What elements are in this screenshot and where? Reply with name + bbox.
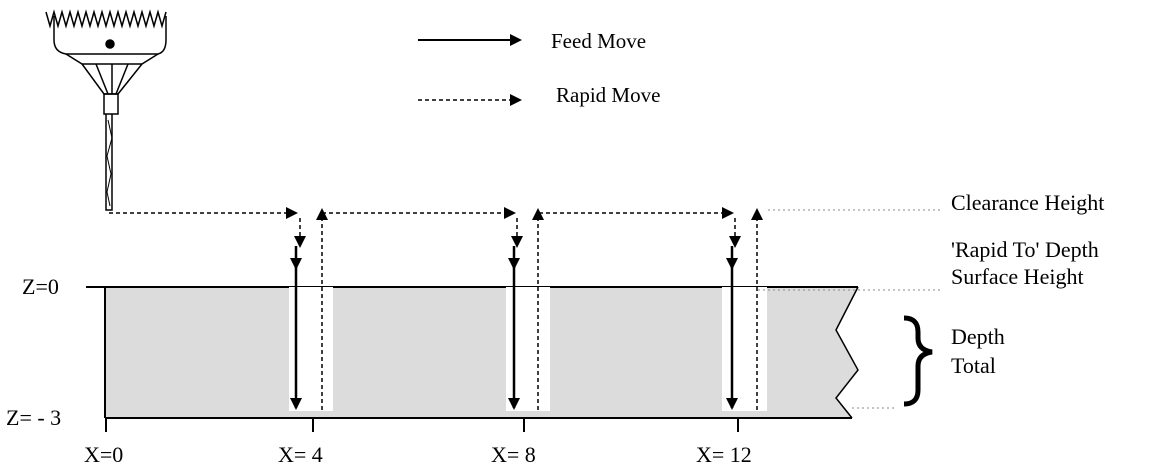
drilled-holes [289,287,767,411]
legend: Feed Move Rapid Move [418,29,660,107]
rapid-moves [109,207,763,410]
total-label: Total [951,353,996,378]
legend-feed-label: Feed Move [551,29,646,53]
depth-brace [903,315,933,407]
level-labels: Clearance Height 'Rapid To' Depth Surfac… [951,190,1104,378]
z-bottom-label: Z= - 3 [6,405,61,430]
rapid-to-depth-label: 'Rapid To' Depth [951,237,1099,262]
x-label-12: X= 12 [696,442,752,467]
hole-x12 [722,287,767,411]
z-axis: Z=0 Z= - 3 [6,274,105,430]
hole-x8 [506,287,550,411]
depth-label: Depth [951,324,1005,349]
feed-moves [290,246,738,410]
x-label-4: X= 4 [278,442,323,467]
x-label-8: X= 8 [491,442,536,467]
z-top-label: Z=0 [22,274,59,299]
x-label-0: X=0 [84,442,123,467]
level-leaders [758,209,942,409]
x-axis: X=0 X= 4 X= 8 X= 12 [84,418,752,467]
drill-tool-icon [45,9,167,211]
surface-height-label: Surface Height [951,264,1084,289]
legend-rapid-label: Rapid Move [556,83,660,107]
clearance-height-label: Clearance Height [951,190,1104,215]
